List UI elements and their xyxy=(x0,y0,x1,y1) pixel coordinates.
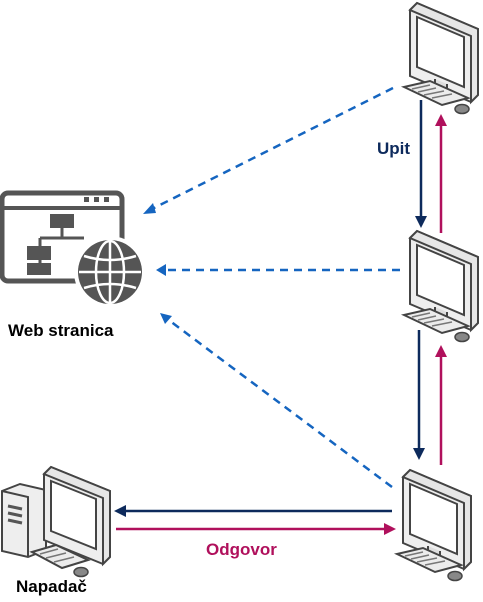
computer-icon-bottom xyxy=(396,469,472,582)
response-arrows xyxy=(116,124,443,531)
computer-icon-middle xyxy=(403,230,479,343)
attacker-label: Napadač xyxy=(16,577,87,596)
attack-arrow-bottom xyxy=(165,316,393,489)
computer-icon-top xyxy=(403,2,479,115)
attack-arrowheads xyxy=(143,203,172,324)
response-label: Odgovor xyxy=(206,540,277,559)
website-label: Web stranica xyxy=(8,321,114,340)
request-label: Upit xyxy=(377,139,411,158)
attacker-desktop-tower-icon xyxy=(1,465,111,578)
website-sitemap-globe-icon xyxy=(0,190,146,308)
attack-arrow-top xyxy=(149,86,394,212)
attack-flow-arrows xyxy=(149,86,400,489)
request-arrows xyxy=(124,100,423,513)
